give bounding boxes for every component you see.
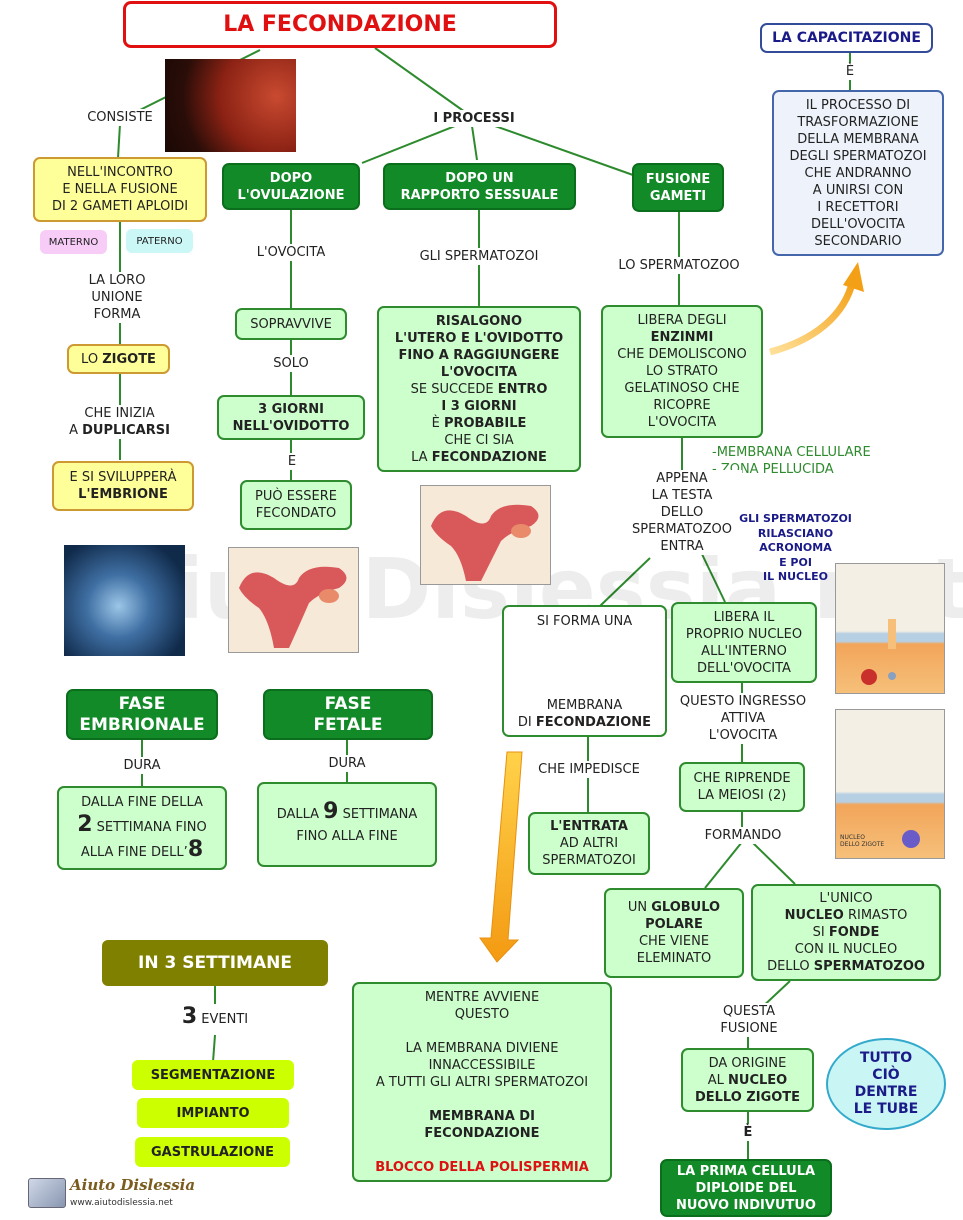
nucleus-caption-1: NUCLEO [840,834,865,841]
nucleus-caption-2: DELLO ZIGOTE [840,841,885,848]
label-membrana-list: -MEMBRANA CELLULARE- ZONA PELLUCIDA [712,445,871,477]
label-lo-spermatozoo: LO SPERMATOZOO [605,257,753,274]
label-dura-1: DURA [112,757,172,774]
box-in-3-settimane: IN 3 SETTIMANE [102,940,328,986]
sperm-entry-illustration-top [835,563,945,694]
label-che-inizia: CHE INIZIA A DUPLICARSI [52,405,187,439]
label-ovocita: L'OVOCITA [240,244,342,261]
label-3-eventi: 3 EVENTI [165,1004,265,1033]
badge-materno: MATERNO [40,230,107,254]
label-solo: SOLO [264,355,318,372]
box-unico-nucleo: L'UNICO NUCLEO RIMASTO SI FONDE CON IL N… [751,884,941,981]
footer-logo: Aiuto Dislessia www.aiutodislessia.net [28,1176,198,1212]
capacitazione-connector: È [840,63,860,80]
footer-logo-text: Aiuto Dislessia [70,1176,196,1194]
box-zigote: LO ZIGOTE [67,344,170,374]
label-e: E [283,453,301,470]
label-gli-spermatozoi: GLI SPERMATOZOI [405,248,553,265]
box-gastrulazione: GASTRULAZIONE [135,1137,290,1167]
uterus-illustration-right [420,485,551,585]
capacitazione-title: LA CAPACITAZIONE [760,23,933,53]
label-i-processi: I PROCESSI [420,110,528,127]
book-icon [28,1178,66,1208]
label-e-accent: È [738,1124,758,1141]
box-dalla-9: DALLA 9 SETTIMANA FINO ALLA FINE [257,782,437,867]
box-impianto: IMPIANTO [137,1098,289,1128]
egg-sperm-photo [165,59,296,152]
label-che-impedisce: CHE IMPEDISCE [522,761,656,778]
footer-url: www.aiutodislessia.net [70,1198,173,1208]
box-membrana-fecondazione: SI FORMA UNA MEMBRANA DI FECONDAZIONE [502,605,667,737]
embryo-photo [64,545,185,656]
box-da-origine: DA ORIGINE AL NUCLEO DELLO ZIGOTE [681,1048,814,1112]
badge-paterno: PATERNO [126,229,193,253]
uterus-illustration-left [228,547,359,653]
page-title: LA FECONDAZIONE [123,1,557,48]
box-dalla-fine: DALLA FINE DELLA 2 SETTIMANA FINO ALLA F… [57,786,227,870]
label-consiste: CONSISTE [78,109,162,126]
label-dura-2: DURA [317,755,377,772]
box-sopravvive: SOPRAVVIVE [235,308,347,340]
label-formando: FORMANDO [692,827,794,844]
box-segmentazione: SEGMENTAZIONE [132,1060,294,1090]
